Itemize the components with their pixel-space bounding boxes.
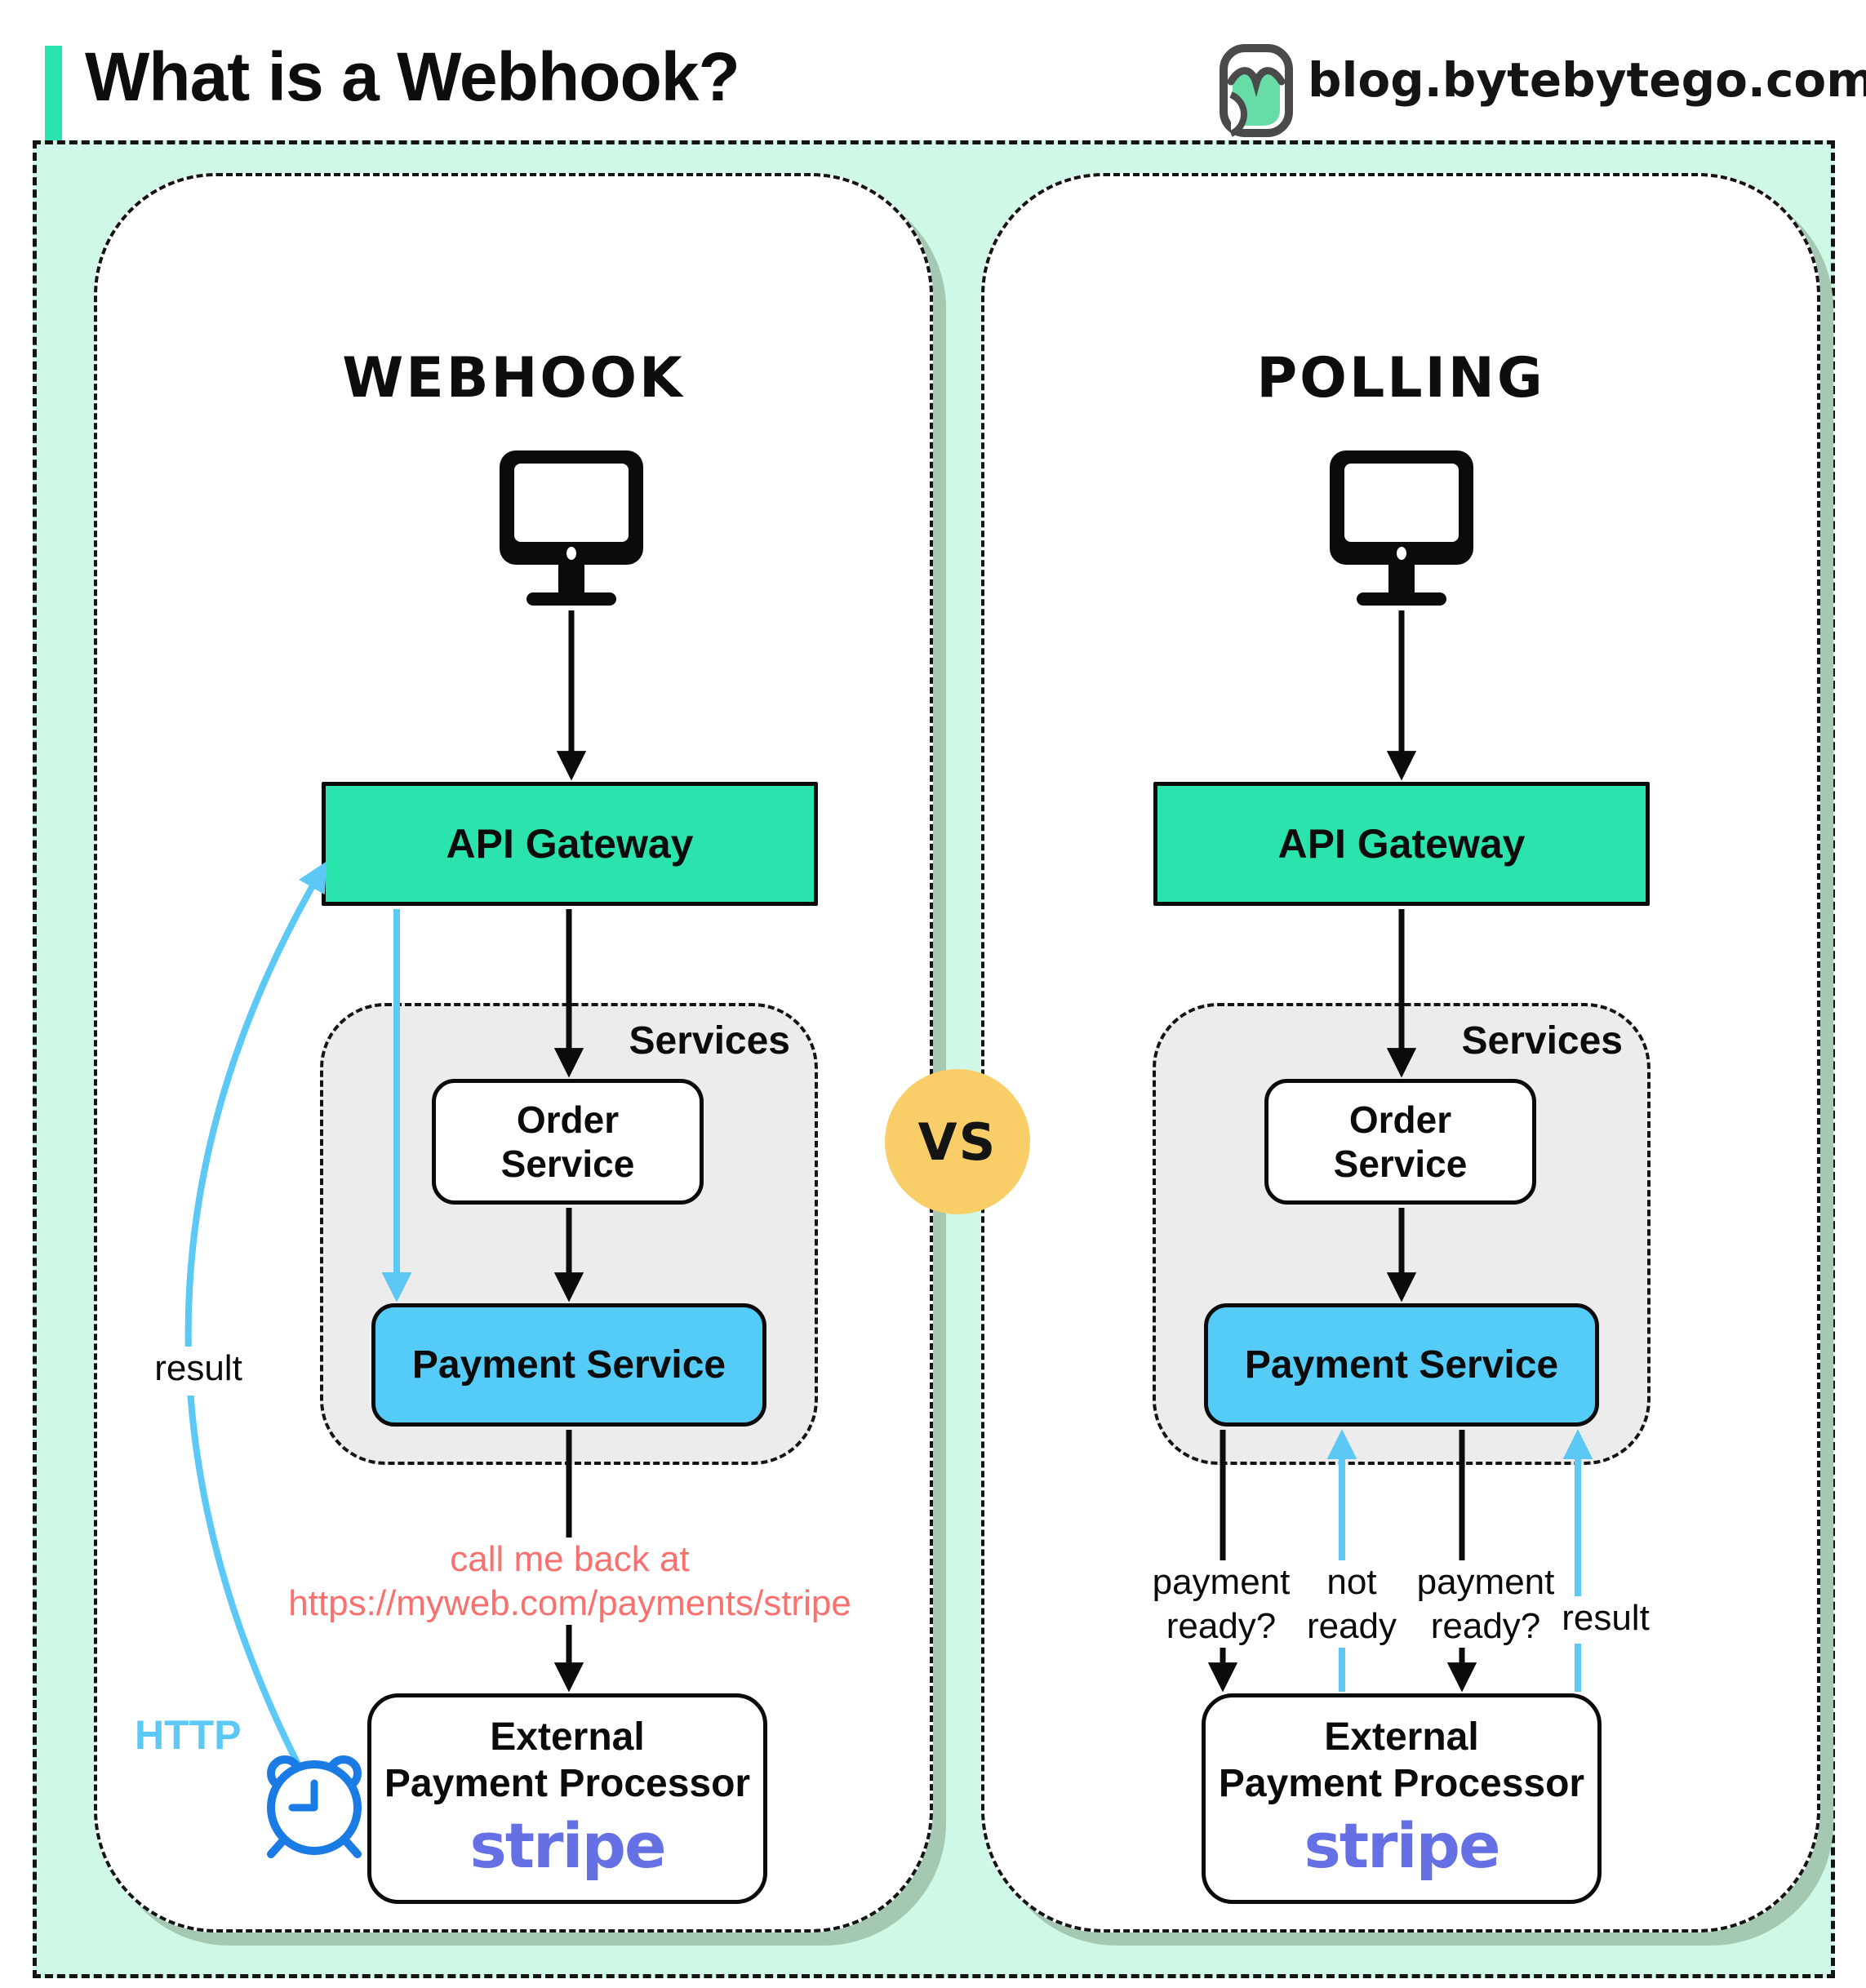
polling-result-label: result bbox=[1544, 1596, 1667, 1644]
page-title: What is a Webhook? bbox=[85, 38, 740, 115]
webhook-stripe-logo: stripe bbox=[469, 1808, 666, 1882]
webhook-services-label: Services bbox=[629, 1019, 790, 1063]
polling-reply1-label: not ready bbox=[1300, 1560, 1404, 1649]
polling-payment-service-box: Payment Service bbox=[1204, 1303, 1599, 1427]
webhook-external-line1: External bbox=[490, 1715, 645, 1759]
webhook-panel-title: Webhook bbox=[342, 346, 685, 410]
vs-badge: VS bbox=[885, 1069, 1030, 1214]
webhook-order-service-line2: Service bbox=[500, 1143, 635, 1185]
webhook-payment-service-label: Payment Service bbox=[411, 1343, 726, 1387]
site-url-label: blog.bytebytego.com bbox=[1308, 52, 1866, 108]
polling-api-gateway-box: API Gateway bbox=[1153, 782, 1650, 906]
webhook-external-line2: Payment Processor bbox=[384, 1761, 751, 1805]
polling-panel-title: Polling bbox=[1256, 346, 1545, 410]
webhook-order-service-box: Order Service bbox=[432, 1079, 704, 1205]
polling-order-service-line1: Order bbox=[1348, 1098, 1452, 1141]
webhook-callback-line1: call me back at bbox=[450, 1539, 690, 1579]
polling-ask1-line1: payment bbox=[1152, 1562, 1291, 1602]
bytebytego-logo-icon bbox=[1220, 44, 1293, 137]
polling-external-line2: Payment Processor bbox=[1218, 1761, 1585, 1805]
polling-external-processor-box: External Payment Processor stripe bbox=[1202, 1693, 1602, 1904]
title-accent-bar bbox=[45, 46, 62, 153]
polling-ask1-label: payment ready? bbox=[1141, 1560, 1301, 1649]
webhook-payment-service-box: Payment Service bbox=[371, 1303, 766, 1427]
polling-services-label: Services bbox=[1461, 1019, 1623, 1063]
polling-ask2-line2: ready? bbox=[1430, 1605, 1541, 1646]
webhook-external-processor-box: External Payment Processor stripe bbox=[367, 1693, 767, 1904]
polling-ask2-label: payment ready? bbox=[1407, 1560, 1564, 1649]
polling-reply1-line1: not bbox=[1326, 1562, 1377, 1602]
polling-payment-service-label: Payment Service bbox=[1244, 1343, 1559, 1387]
polling-ask1-line2: ready? bbox=[1166, 1605, 1277, 1646]
webhook-api-gateway-label: API Gateway bbox=[446, 821, 694, 867]
polling-order-service-line2: Service bbox=[1333, 1143, 1468, 1185]
webhook-order-service-line1: Order bbox=[516, 1098, 620, 1141]
polling-order-service-box: Order Service bbox=[1264, 1079, 1536, 1205]
webhook-result-label: result bbox=[129, 1347, 268, 1396]
webhook-callback-note: call me back at https://myweb.com/paymen… bbox=[267, 1538, 873, 1626]
webhook-callback-line2: https://myweb.com/payments/stripe bbox=[288, 1582, 851, 1623]
polling-ask2-line1: payment bbox=[1416, 1562, 1555, 1602]
polling-api-gateway-label: API Gateway bbox=[1277, 821, 1526, 867]
polling-reply1-line2: ready bbox=[1306, 1605, 1397, 1646]
polling-external-line1: External bbox=[1324, 1715, 1479, 1759]
webhook-api-gateway-box: API Gateway bbox=[322, 782, 818, 906]
polling-stripe-logo: stripe bbox=[1304, 1808, 1500, 1882]
webhook-http-label: HTTP bbox=[135, 1712, 242, 1758]
